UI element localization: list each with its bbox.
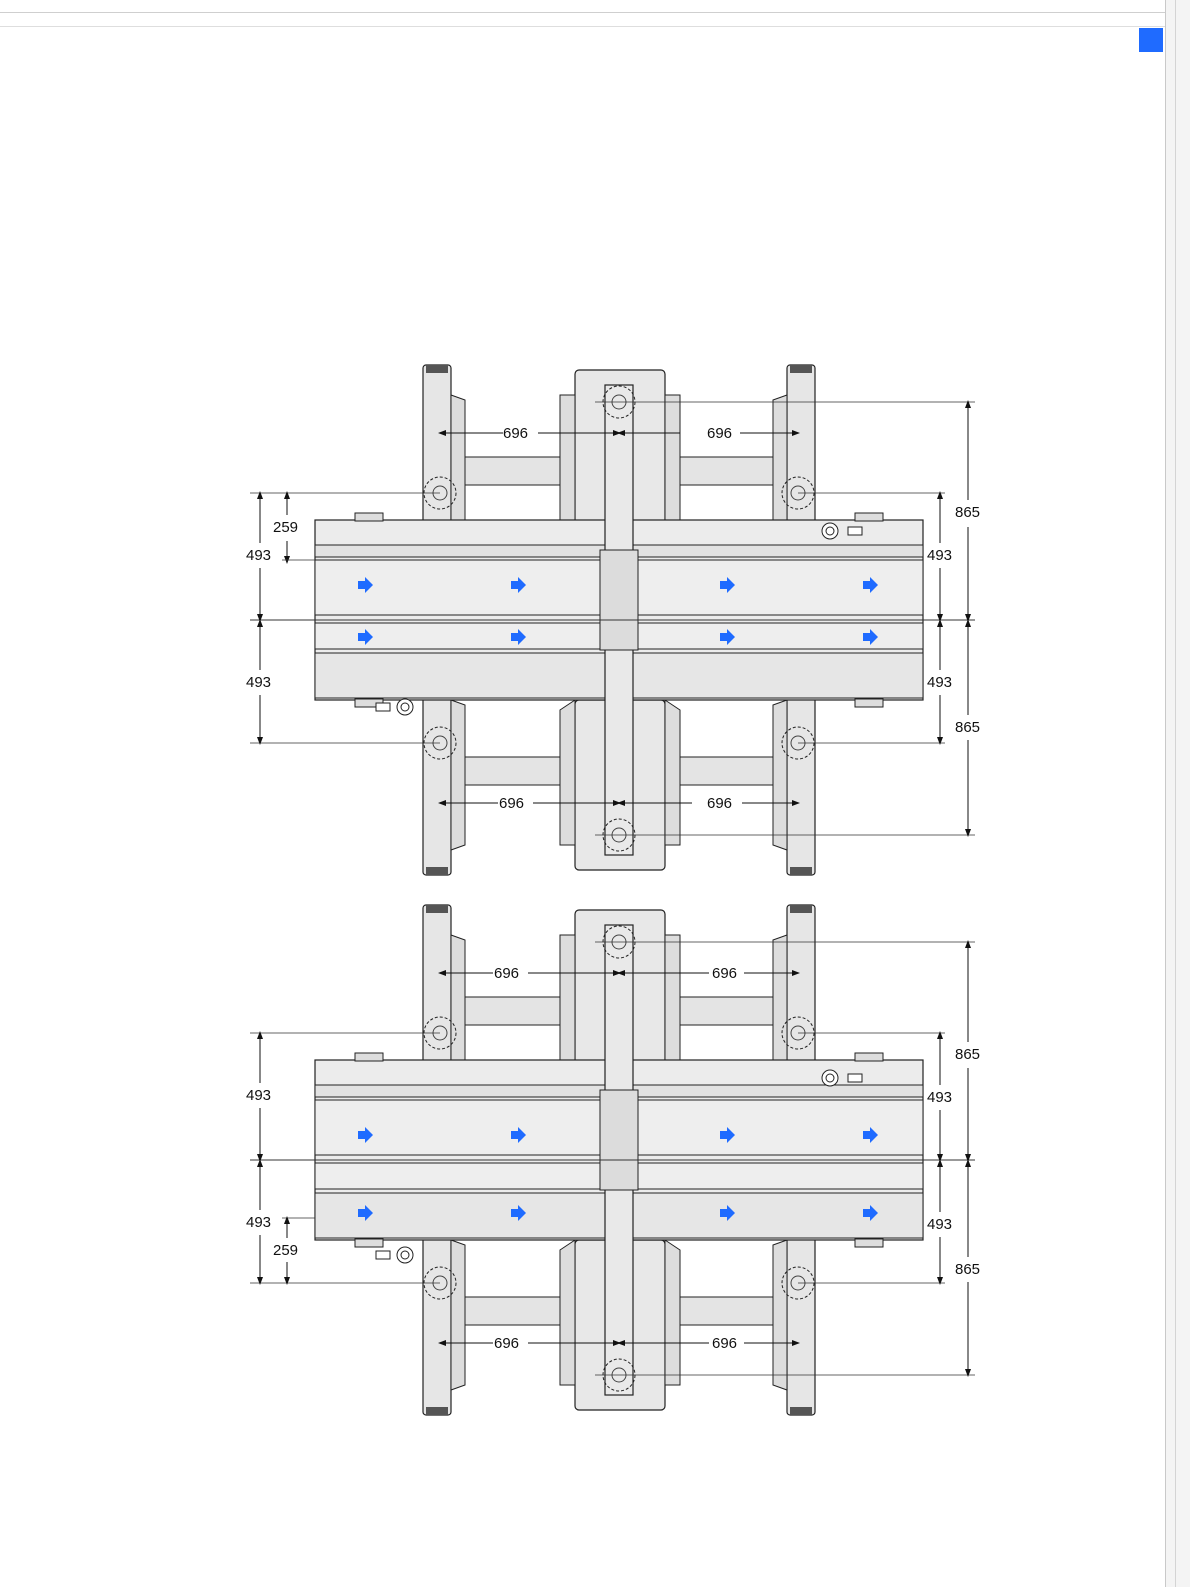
dimension-left-lower: 493 — [246, 1163, 271, 1281]
dimension-left-lower-small: 259 — [273, 1218, 315, 1281]
svg-text:493: 493 — [246, 674, 271, 691]
dimension-left-lower: 493 — [246, 623, 271, 741]
svg-text:493: 493 — [246, 1087, 271, 1104]
svg-text:493: 493 — [927, 1089, 952, 1106]
svg-text:696: 696 — [707, 425, 732, 442]
control-knob-icon — [376, 1247, 413, 1263]
dimension-left-upper-small: 259 — [273, 495, 315, 560]
svg-text:696: 696 — [712, 1335, 737, 1352]
svg-text:696: 696 — [707, 795, 732, 812]
dimension-left-upper: 493 — [246, 495, 271, 618]
svg-text:865: 865 — [955, 719, 980, 736]
svg-text:696: 696 — [499, 795, 524, 812]
dimension-left-upper: 493 — [246, 1035, 271, 1158]
dimension-right-upper: 493 — [927, 1035, 952, 1158]
svg-text:259: 259 — [273, 519, 298, 536]
dimension-right-top-tall: 865 — [955, 944, 980, 1158]
dimension-right-bottom-tall: 865 — [955, 623, 980, 833]
fixture-drawing-2: 696 696 696 696 493 493 — [246, 905, 980, 1415]
dimension-right-upper: 493 — [927, 495, 952, 618]
svg-text:696: 696 — [494, 965, 519, 982]
fixture-drawing-1: 696 696 696 696 259 493 — [246, 365, 980, 875]
svg-text:696: 696 — [712, 965, 737, 982]
dimension-right-bottom-tall: 865 — [955, 1163, 980, 1373]
svg-text:696: 696 — [503, 425, 528, 442]
svg-text:493: 493 — [927, 1216, 952, 1233]
svg-text:259: 259 — [273, 1242, 298, 1259]
svg-text:493: 493 — [246, 547, 271, 564]
svg-text:865: 865 — [955, 504, 980, 521]
svg-text:493: 493 — [927, 674, 952, 691]
svg-text:865: 865 — [955, 1261, 980, 1278]
svg-text:865: 865 — [955, 1046, 980, 1063]
svg-text:696: 696 — [494, 1335, 519, 1352]
dimension-right-lower: 493 — [927, 1163, 952, 1281]
svg-text:493: 493 — [246, 1214, 271, 1231]
dimension-right-lower: 493 — [927, 623, 952, 741]
dimension-right-top-tall: 865 — [955, 404, 980, 618]
svg-text:493: 493 — [927, 547, 952, 564]
